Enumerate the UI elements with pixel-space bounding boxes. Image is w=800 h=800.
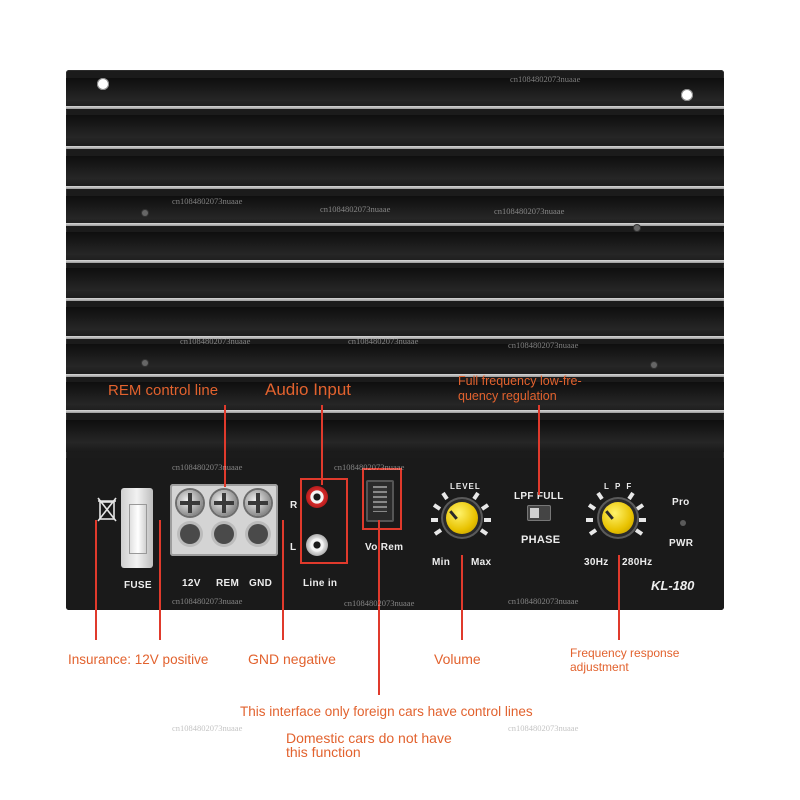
heatsink-fin (66, 420, 724, 452)
watermark: cn1084802073nuaae (348, 336, 419, 346)
leader-line-frequency (618, 555, 620, 640)
audio-input-callout: Audio Input (265, 380, 352, 399)
level-dial-scale (425, 480, 501, 556)
recycle-bin-warning-icon (96, 496, 118, 522)
leader-line-volume (461, 555, 463, 640)
leader-line-insurance (95, 520, 97, 640)
mounting-hole (681, 89, 693, 101)
leader-line-12v (159, 520, 161, 640)
volume-callout: Volume (434, 651, 481, 667)
label-r: R (290, 500, 298, 511)
heatsink-fin (66, 196, 724, 228)
terminal-gnd[interactable] (245, 490, 271, 516)
heatsink-fin-edge (66, 186, 724, 189)
remote-port[interactable] (366, 480, 394, 522)
remote-port-highlight (362, 468, 402, 530)
fuse-holder (121, 488, 153, 568)
gnd-negative-callout: GND negative (248, 651, 336, 667)
heatsink-fin-edge (66, 336, 724, 339)
lpf-frequency-knob[interactable] (602, 502, 634, 534)
audio-input-highlight (300, 478, 348, 564)
volume-knob[interactable] (446, 502, 478, 534)
watermark: cn1084802073nuaae (320, 204, 391, 214)
heatsink-fin-edge (66, 410, 724, 413)
heatsink-fin-edge (66, 298, 724, 301)
lpf-dial-scale (580, 480, 656, 556)
watermark: cn1084802073nuaae (334, 462, 405, 472)
freq-response-callout-line2: adjustment (570, 660, 629, 674)
leader-line-remote (378, 520, 380, 695)
lpf-full-switch[interactable] (527, 505, 551, 521)
heatsink-fin (66, 307, 724, 339)
terminal-12v[interactable] (177, 490, 203, 516)
freq-regulation-callout-line2: quency regulation (458, 389, 557, 403)
control-lines-note: This interface only foreign cars have co… (240, 704, 533, 719)
rca-jack-left[interactable] (306, 534, 328, 556)
level-label: LEVEL (450, 482, 481, 491)
leader-line-gnd (282, 520, 284, 640)
heatsink-fin (66, 268, 724, 300)
heatsink-fin (66, 156, 724, 188)
watermark: cn1084802073nuaae (180, 336, 251, 346)
fuse-label: FUSE (124, 580, 152, 591)
heatsink-fin (66, 115, 724, 147)
watermark: cn1084802073nuaae (508, 723, 579, 733)
heatsink-fin-edge (66, 223, 724, 226)
heatsink-fin (66, 344, 724, 376)
heatsink-fin-edge (66, 374, 724, 377)
domestic-cars-note-line1: Domestic cars do not have (286, 730, 452, 746)
leader-line-audio (321, 405, 323, 485)
insurance-callout: Insurance: 12V positive (68, 652, 209, 667)
watermark: cn1084802073nuaae (172, 723, 243, 733)
heatsink-fin-edge (66, 106, 724, 109)
watermark: cn1084802073nuaae (172, 196, 243, 206)
screw (651, 362, 657, 368)
label-12v: 12V (182, 578, 201, 589)
heatsink-fin (66, 382, 724, 414)
led-indicator (680, 520, 686, 526)
max-label: Max (471, 557, 492, 568)
hz30-label: 30Hz (584, 557, 609, 568)
pwr-label: PWR (669, 538, 694, 549)
line-in-label: Line in (303, 578, 338, 589)
watermark: cn1084802073nuaae (494, 206, 565, 216)
watermark: cn1084802073nuaae (508, 596, 579, 606)
screw (142, 360, 148, 366)
label-rem: REM (216, 578, 240, 589)
screw (142, 210, 148, 216)
freq-response-callout-line1: Frequency response (570, 646, 680, 660)
pro-label: Pro (672, 497, 690, 508)
domestic-cars-note-line2: this function (286, 744, 361, 760)
screw (634, 225, 640, 231)
terminal-rem[interactable] (211, 490, 237, 516)
rca-jack-right[interactable] (306, 486, 328, 508)
model-name: KL-180 (651, 578, 695, 593)
heatsink-fin (66, 78, 724, 110)
watermark: cn1084802073nuaae (344, 598, 415, 608)
label-gnd: GND (249, 578, 273, 589)
leader-line-phase (538, 405, 540, 495)
lpf-full-label: LPF FULL (514, 491, 564, 502)
heatsink-fin-edge (66, 260, 724, 263)
leader-line-rem (224, 405, 226, 487)
freq-regulation-callout-line1: Full frequency low-fre- (458, 374, 582, 388)
power-terminal-block (170, 484, 278, 556)
watermark: cn1084802073nuaae (508, 340, 579, 350)
label-l: L (290, 542, 297, 553)
watermark: cn1084802073nuaae (172, 462, 243, 472)
watermark: cn1084802073nuaae (510, 74, 581, 84)
phase-label: PHASE (521, 534, 561, 546)
mounting-hole (97, 78, 109, 90)
lpf-arc-label: L P F (604, 482, 634, 491)
heatsink-fin (66, 232, 724, 264)
min-label: Min (432, 557, 451, 568)
vo-rem-label: Vo Rem (365, 542, 404, 553)
heatsink-fin-edge (66, 146, 724, 149)
hz280-label: 280Hz (622, 557, 653, 568)
watermark: cn1084802073nuaae (172, 596, 243, 606)
rem-control-line-callout: REM control line (108, 382, 219, 399)
